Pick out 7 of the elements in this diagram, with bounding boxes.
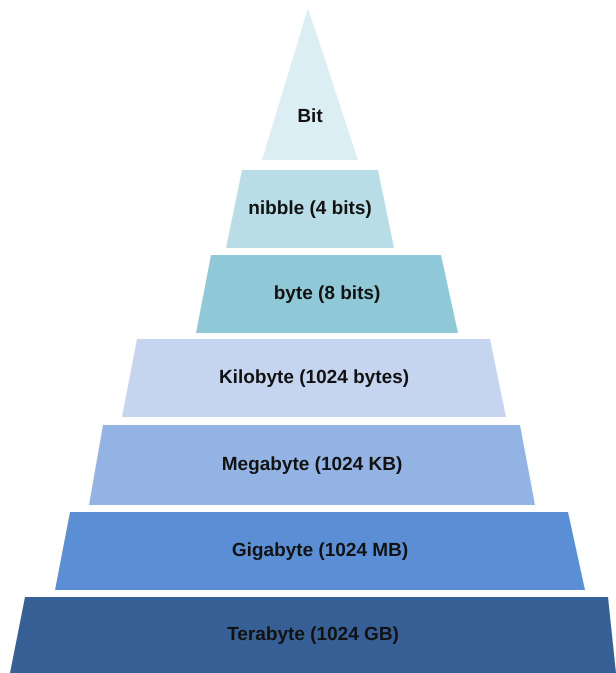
tier-label: Gigabyte (1024 MB) (232, 540, 408, 562)
tier-label: nibble (4 bits) (248, 198, 372, 220)
tier-label: Kilobyte (1024 bytes) (218, 367, 410, 389)
tier-label: Bit (297, 106, 323, 128)
tier-label: byte (8 bits) (274, 283, 380, 305)
tier-label: Terabyte (1024 GB) (227, 624, 399, 646)
tier-label: Megabyte (1024 KB) (222, 454, 402, 476)
